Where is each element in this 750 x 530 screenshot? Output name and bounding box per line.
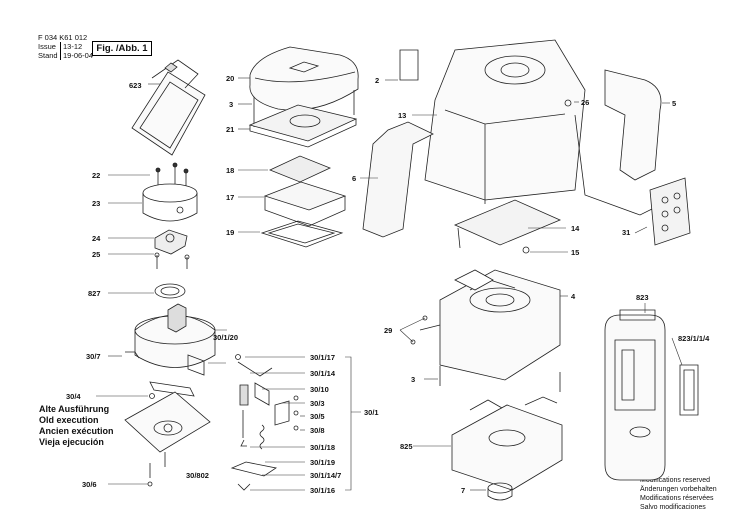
ring-827 — [154, 283, 186, 299]
label-2 — [399, 49, 419, 81]
leader-lines — [96, 77, 683, 491]
battery-door — [679, 364, 699, 416]
part-number: 30/1/14 — [310, 369, 336, 378]
part-number: 823 — [636, 293, 649, 302]
modifications-fr: Modifications réservées — [640, 495, 714, 502]
part-number: 7 — [461, 486, 465, 495]
part-number: 20 — [226, 74, 234, 83]
screws-3-bottom — [439, 366, 561, 392]
part-number: 30/10 — [310, 385, 329, 394]
motor-24 — [154, 229, 188, 255]
modifications-de-en: Modifications reserved — [640, 477, 711, 484]
part-number: 23 — [92, 199, 100, 208]
part-number: 29 — [384, 326, 392, 335]
screws-3-top — [253, 90, 355, 127]
prism-17 — [263, 181, 347, 227]
plate-21 — [248, 104, 358, 148]
rotor-assembly — [125, 303, 216, 376]
part-number: 4 — [571, 292, 576, 301]
part-number: 3 — [229, 100, 233, 109]
chassis-4 — [419, 269, 561, 381]
part-number: 22 — [92, 171, 100, 180]
part-number: 30/1/16 — [310, 486, 335, 495]
part-number: 2 — [375, 76, 379, 85]
bracket-30-4 — [149, 381, 195, 399]
base-plate — [124, 391, 211, 487]
part-number: 5 — [672, 99, 676, 108]
part-number: 19 — [226, 228, 234, 237]
part-number: 30/8 — [310, 426, 325, 435]
hood-6 — [362, 121, 434, 238]
board-14 — [453, 199, 562, 254]
old-execution-fr: Ancien exécution — [39, 426, 114, 436]
housing-13 — [424, 39, 586, 204]
part-number: 823/1/1/4 — [678, 334, 710, 343]
part-number: 24 — [92, 234, 101, 243]
part-number: 30/1/20 — [213, 333, 238, 342]
plate-31 — [649, 177, 691, 246]
part-number: 30/6 — [82, 480, 97, 489]
part-number: 26 — [581, 98, 589, 107]
subassembly-30-1 — [230, 354, 299, 491]
part-number: 30/3 — [310, 399, 325, 408]
part-number: 30/802 — [186, 471, 209, 480]
old-execution-de: Alte Ausführung — [39, 404, 110, 414]
part-number: 18 — [226, 166, 234, 175]
part-number: 17 — [226, 193, 234, 202]
screws-25 — [154, 252, 190, 269]
stand-label: Stand — [38, 51, 58, 60]
old-execution-es: Vieja ejecución — [39, 437, 104, 447]
part-number: 25 — [92, 250, 100, 259]
part-number: 15 — [571, 248, 579, 257]
figure-label: Fig. /Abb. 1 — [92, 41, 152, 56]
part-number: 6 — [352, 174, 356, 183]
part-number: 14 — [571, 224, 580, 233]
glass-18 — [268, 155, 332, 183]
modifications-de: Änderungen vorbehalten — [640, 486, 717, 493]
issue-value: 13-12 — [60, 42, 82, 51]
gasket-19 — [260, 220, 344, 248]
part-number: 30/1/14/7 — [310, 471, 341, 480]
part-number: 30/1 — [364, 408, 379, 417]
old-execution-en: Old execution — [39, 415, 99, 425]
doc-number: F 034 K61 012 — [38, 33, 88, 42]
stand-value: 19-06-04 — [60, 51, 93, 60]
part-number: 30/4 — [66, 392, 81, 401]
cover-20 — [249, 46, 359, 111]
battery-cover-part — [131, 59, 206, 156]
handle-5 — [574, 69, 662, 216]
part-number: 825 — [400, 442, 413, 451]
part-number: 31 — [622, 228, 630, 237]
bottom-housing-825 — [451, 396, 563, 491]
receiver-823 — [604, 309, 666, 481]
part-number: 30/1/19 — [310, 458, 335, 467]
part-number: 30/1/18 — [310, 443, 335, 452]
part-number: 3 — [411, 375, 415, 384]
part-number: 21 — [226, 125, 234, 134]
modifications-es: Salvo modificaciones — [640, 504, 706, 511]
part-number: 827 — [88, 289, 101, 298]
part-number: 623 — [129, 81, 142, 90]
base-23 — [142, 183, 198, 222]
issue-label: Issue — [38, 42, 56, 51]
part-number: 13 — [398, 111, 406, 120]
part-number: 30/7 — [86, 352, 101, 361]
part-number: 30/5 — [310, 412, 325, 421]
foot-7 — [487, 482, 513, 501]
wires-29 — [410, 315, 428, 345]
part-number: 30/1/17 — [310, 353, 335, 362]
screw-26 — [564, 99, 572, 107]
